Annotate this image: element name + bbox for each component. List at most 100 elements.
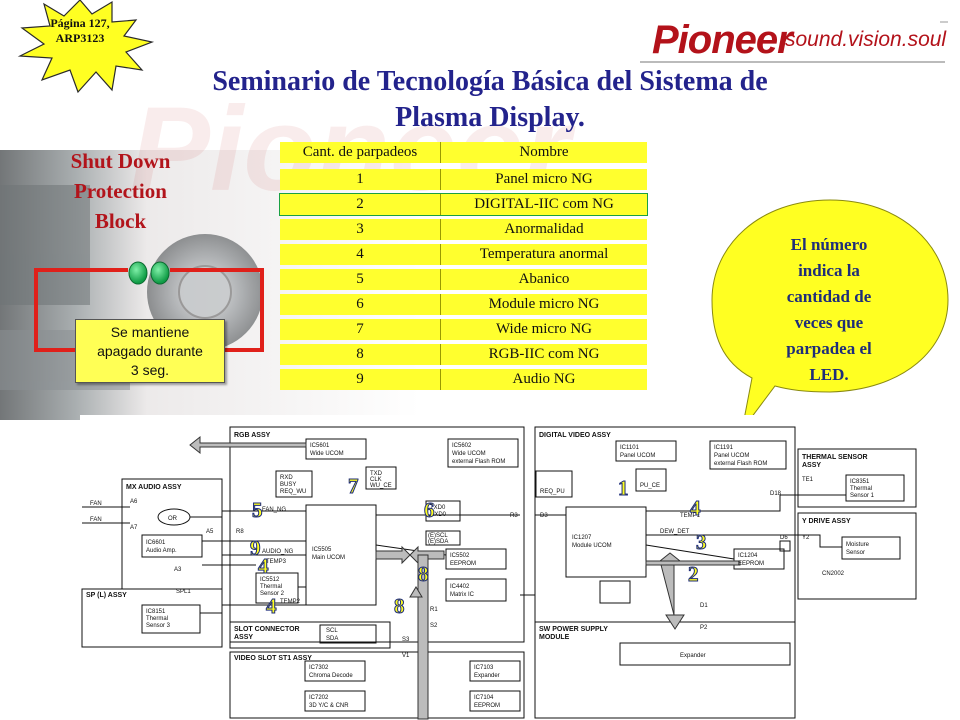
- marker: 3: [696, 530, 707, 554]
- svg-text:IC1191: IC1191: [714, 445, 734, 451]
- svg-text:(E)SDA: (E)SDA: [428, 539, 448, 545]
- keep-off-note: Se mantiene apagado durante 3 seg.: [75, 319, 225, 383]
- svg-text:OR: OR: [168, 516, 178, 522]
- svg-text:AUDIO_NG: AUDIO_NG: [262, 549, 294, 555]
- table-row: 7 Wide micro NG: [280, 319, 647, 340]
- svg-text:Expander: Expander: [680, 653, 706, 659]
- svg-text:IC5602: IC5602: [452, 443, 472, 449]
- svg-text:Moisture: Moisture: [846, 542, 870, 548]
- table-row: 5 Abanico: [280, 269, 647, 290]
- marker: 8: [394, 594, 405, 618]
- svg-text:S2: S2: [430, 623, 438, 629]
- sp-l-assy-label: SP (L) ASSY: [86, 592, 127, 599]
- led-left: [128, 261, 148, 285]
- table-row: 1 Panel micro NG: [280, 169, 647, 190]
- svg-text:FAN: FAN: [90, 501, 102, 507]
- svg-text:SPL1: SPL1: [176, 589, 191, 595]
- digital-video-assy-label: DIGITAL VIDEO ASSY: [539, 432, 611, 439]
- svg-text:Thermal: Thermal: [146, 616, 168, 622]
- svg-text:SCL: SCL: [326, 628, 338, 634]
- svg-text:IC8151: IC8151: [146, 609, 166, 615]
- svg-text:Module UCOM: Module UCOM: [572, 543, 612, 549]
- svg-text:Y2: Y2: [802, 535, 810, 541]
- svg-text:Wide UCOM: Wide UCOM: [452, 451, 486, 457]
- header-name: Nombre: [441, 142, 647, 163]
- svg-text:TXD: TXD: [370, 471, 383, 477]
- svg-text:SDA: SDA: [326, 636, 338, 642]
- svg-text:A5: A5: [206, 529, 214, 535]
- svg-text:PU_CE: PU_CE: [640, 483, 660, 489]
- svg-text:IC7302: IC7302: [309, 665, 329, 671]
- svg-text:external Flash ROM: external Flash ROM: [714, 461, 767, 467]
- svg-text:TEMP1: TEMP1: [680, 513, 701, 519]
- svg-text:3D Y/C & CNR: 3D Y/C & CNR: [309, 703, 349, 709]
- svg-text:TXD0: TXD0: [430, 505, 446, 511]
- svg-text:CN2002: CN2002: [822, 571, 845, 577]
- table-row: 8 RGB-IIC com NG: [280, 344, 647, 365]
- svg-text:A7: A7: [130, 525, 138, 531]
- svg-text:IC5502: IC5502: [450, 553, 470, 559]
- svg-text:Panel UCOM: Panel UCOM: [714, 453, 749, 459]
- svg-text:IC5601: IC5601: [310, 443, 330, 449]
- shutdown-block-title: Shut Down Protection Block: [70, 149, 171, 233]
- page-title: Seminario de Tecnología Básica del Siste…: [212, 66, 768, 133]
- svg-text:Panel UCOM: Panel UCOM: [620, 453, 655, 459]
- svg-text:Sensor 3: Sensor 3: [146, 623, 171, 629]
- svg-text:IC1204: IC1204: [738, 553, 758, 559]
- svg-text:RXD: RXD: [280, 475, 293, 481]
- block-diagram: RGB ASSY DIGITAL VIDEO ASSY THERMAL SENS…: [80, 415, 920, 720]
- brand-slogan: sound.vision.soul: [785, 28, 947, 51]
- svg-text:Expander: Expander: [474, 673, 500, 679]
- svg-text:D18: D18: [770, 491, 782, 497]
- svg-text:WU_CE: WU_CE: [370, 483, 392, 489]
- marker: 4: [690, 496, 701, 520]
- shutdown-loop-wire: [34, 268, 128, 352]
- svg-text:D6: D6: [780, 535, 788, 541]
- led-right: [150, 261, 170, 285]
- svg-text:IC8351: IC8351: [850, 479, 870, 485]
- marker: 2: [688, 562, 699, 586]
- marker: 4: [266, 594, 277, 618]
- svg-text:S3: S3: [402, 637, 410, 643]
- blink-markers: 1 2 3 4 4 4 5 6 7 8 8 9: [250, 474, 708, 619]
- svg-text:TEMP2: TEMP2: [280, 599, 301, 605]
- svg-text:D3: D3: [540, 513, 548, 519]
- svg-text:BUSY: BUSY: [280, 482, 296, 488]
- svg-text:Sensor 2: Sensor 2: [260, 591, 285, 597]
- svg-text:Matrix IC: Matrix IC: [450, 592, 475, 598]
- svg-text:IC1207: IC1207: [572, 535, 592, 541]
- svg-text:CLK: CLK: [370, 477, 382, 483]
- svg-text:SLOT CONNECTOR: SLOT CONNECTOR: [234, 626, 300, 633]
- svg-text:RXD0: RXD0: [430, 512, 447, 518]
- svg-text:Wide UCOM: Wide UCOM: [310, 451, 344, 457]
- svg-text:IC5512: IC5512: [260, 577, 280, 583]
- rgb-assy-label: RGB ASSY: [234, 432, 271, 439]
- svg-text:(E)SCL: (E)SCL: [428, 533, 448, 539]
- page-burst: [17, 0, 155, 94]
- header-blink-count: Cant. de parpadeos: [280, 142, 441, 163]
- table-row: 3 Anormalidad: [280, 219, 647, 240]
- table-row: 4 Temperatura anormal: [280, 244, 647, 265]
- svg-text:IC4402: IC4402: [450, 584, 470, 590]
- pioneer-logo: Pioneer: [652, 18, 793, 62]
- svg-text:FAN: FAN: [90, 517, 102, 523]
- marker: 5: [252, 498, 263, 522]
- mx-audio-assy-label: MX AUDIO ASSY: [126, 484, 182, 491]
- callout-text: El número indica la cantidad de veces qu…: [786, 235, 872, 384]
- svg-text:EEPROM: EEPROM: [474, 703, 500, 709]
- svg-text:R3: R3: [510, 513, 518, 519]
- svg-text:A3: A3: [174, 567, 182, 573]
- svg-text:D1: D1: [700, 603, 708, 609]
- svg-text:ASSY: ASSY: [234, 634, 253, 641]
- svg-text:EEPROM: EEPROM: [450, 561, 476, 567]
- svg-text:Thermal: Thermal: [260, 584, 282, 590]
- marker: 4: [258, 554, 269, 578]
- y-drive-assy-label: Y DRIVE ASSY: [802, 518, 851, 525]
- marker: 1: [618, 476, 629, 500]
- table-row: 2 DIGITAL-IIC com NG: [279, 193, 648, 216]
- svg-text:FAN_NG: FAN_NG: [262, 507, 286, 513]
- svg-text:external Flash ROM: external Flash ROM: [452, 459, 505, 465]
- table-row: 9 Audio NG: [280, 369, 647, 390]
- svg-text:A6: A6: [130, 499, 138, 505]
- svg-text:ASSY: ASSY: [802, 462, 821, 469]
